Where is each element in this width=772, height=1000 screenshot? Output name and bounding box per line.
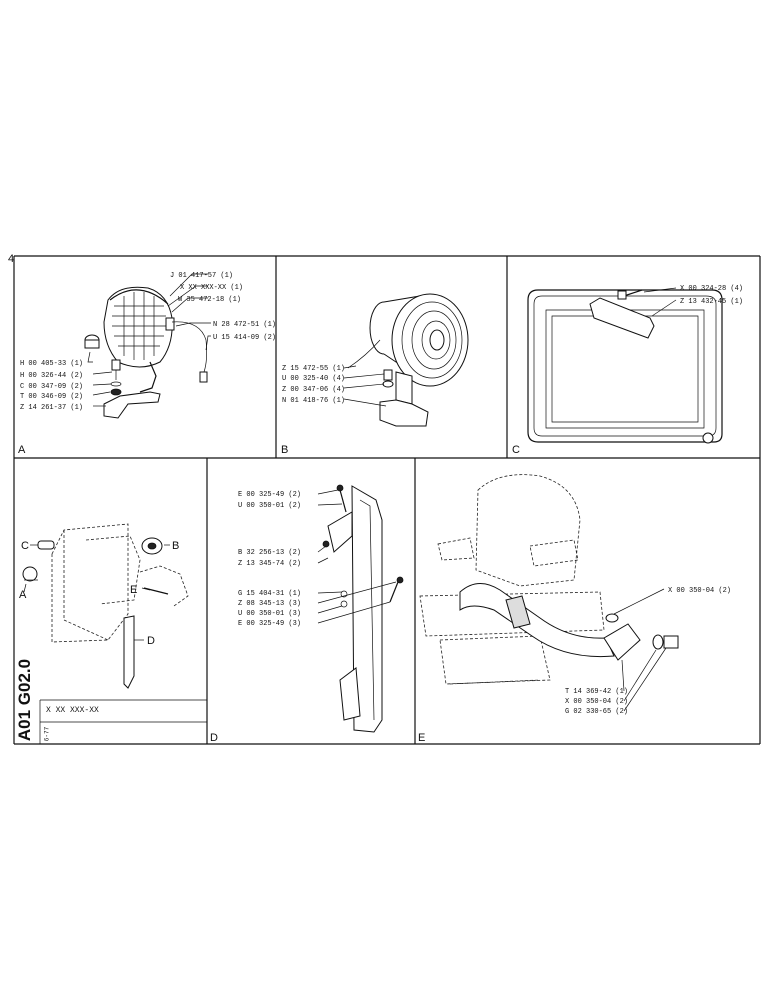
doc-date-text: 6-77 — [43, 726, 51, 742]
sheet-id: A01 G02.0 — [12, 655, 38, 745]
panel-b-label-3: Z 00 347-06 (4) — [282, 386, 345, 394]
panel-a-label-6: H 00 405-33 (1) — [20, 360, 83, 368]
overview-callout-a: A — [19, 589, 27, 601]
panel-d-letter: D — [210, 732, 218, 744]
page-marker: 4 — [8, 253, 14, 265]
sheet-id-text: A01 G02.0 — [15, 658, 34, 742]
frame-lines — [13, 255, 761, 745]
panel-d-drawing — [317, 484, 404, 733]
panel-d-label-7: U 00 350-01 (3) — [238, 610, 301, 618]
panel-e-label-1: X 00 350-04 (2) — [668, 587, 731, 595]
panel-c-label-1: X 00 324-28 (4) — [680, 285, 743, 293]
panel-d-label-6: Z 08 345-13 (3) — [238, 600, 301, 608]
panel-a-label-7: H 00 326-44 (2) — [20, 372, 83, 380]
panel-b-label-1: Z 15 472-55 (1) — [282, 365, 345, 373]
overview-callout-d: D — [147, 635, 155, 647]
panel-c-label-2: Z 13 432-45 (1) — [680, 298, 743, 306]
panel-b-label-4: N 01 418-76 (1) — [282, 397, 345, 405]
panel-a-label-1: J 01 417-57 (1) — [170, 272, 233, 280]
doc-date: 6-77 — [42, 724, 52, 744]
panel-e-label-2: T 14 369-42 (1) — [565, 688, 628, 696]
panel-b-letter: B — [281, 444, 288, 456]
panel-b-drawing — [343, 293, 469, 427]
overview-callout-c: C — [21, 540, 29, 552]
panel-a-label-4: N 28 472-51 (1) — [213, 321, 276, 329]
panel-a-letter: A — [18, 444, 26, 456]
panel-a-label-8: C 00 347-09 (2) — [20, 383, 83, 391]
panel-e-drawing — [419, 474, 679, 712]
overview-drawing — [22, 523, 189, 689]
panel-d-label-5: G 15 404-31 (1) — [238, 590, 301, 598]
panel-a-label-9: T 00 346-09 (2) — [20, 393, 83, 401]
panel-d-label-4: Z 13 345-74 (2) — [238, 560, 301, 568]
panel-e-label-4: G 02 330-65 (2) — [565, 708, 628, 716]
panel-d-label-8: E 00 325-49 (3) — [238, 620, 301, 628]
panel-b-label-2: U 00 325-40 (4) — [282, 375, 345, 383]
overview-callout-b: B — [172, 540, 179, 552]
panel-a-label-5: U 15 414-09 (2) — [213, 334, 276, 342]
panel-c-letter: C — [512, 444, 520, 456]
panel-d-label-1: E 00 325-49 (2) — [238, 491, 301, 499]
panel-e-letter: E — [418, 732, 425, 744]
panel-d-label-2: U 00 350-01 (2) — [238, 502, 301, 510]
panel-a-label-3: W 35 472-18 (1) — [178, 296, 241, 304]
overview-callout-e: E — [130, 584, 137, 596]
doc-code: X XX XXX-XX — [46, 706, 99, 715]
panel-c-drawing — [527, 287, 723, 444]
panel-a-label-10: Z 14 261-37 (1) — [20, 404, 83, 412]
panel-d-label-3: B 32 256-13 (2) — [238, 549, 301, 557]
panel-a-drawing — [84, 273, 211, 419]
panel-a-label-2: X XX XXX-XX (1) — [180, 284, 243, 292]
panel-e-label-3: X 00 350-04 (2) — [565, 698, 628, 706]
